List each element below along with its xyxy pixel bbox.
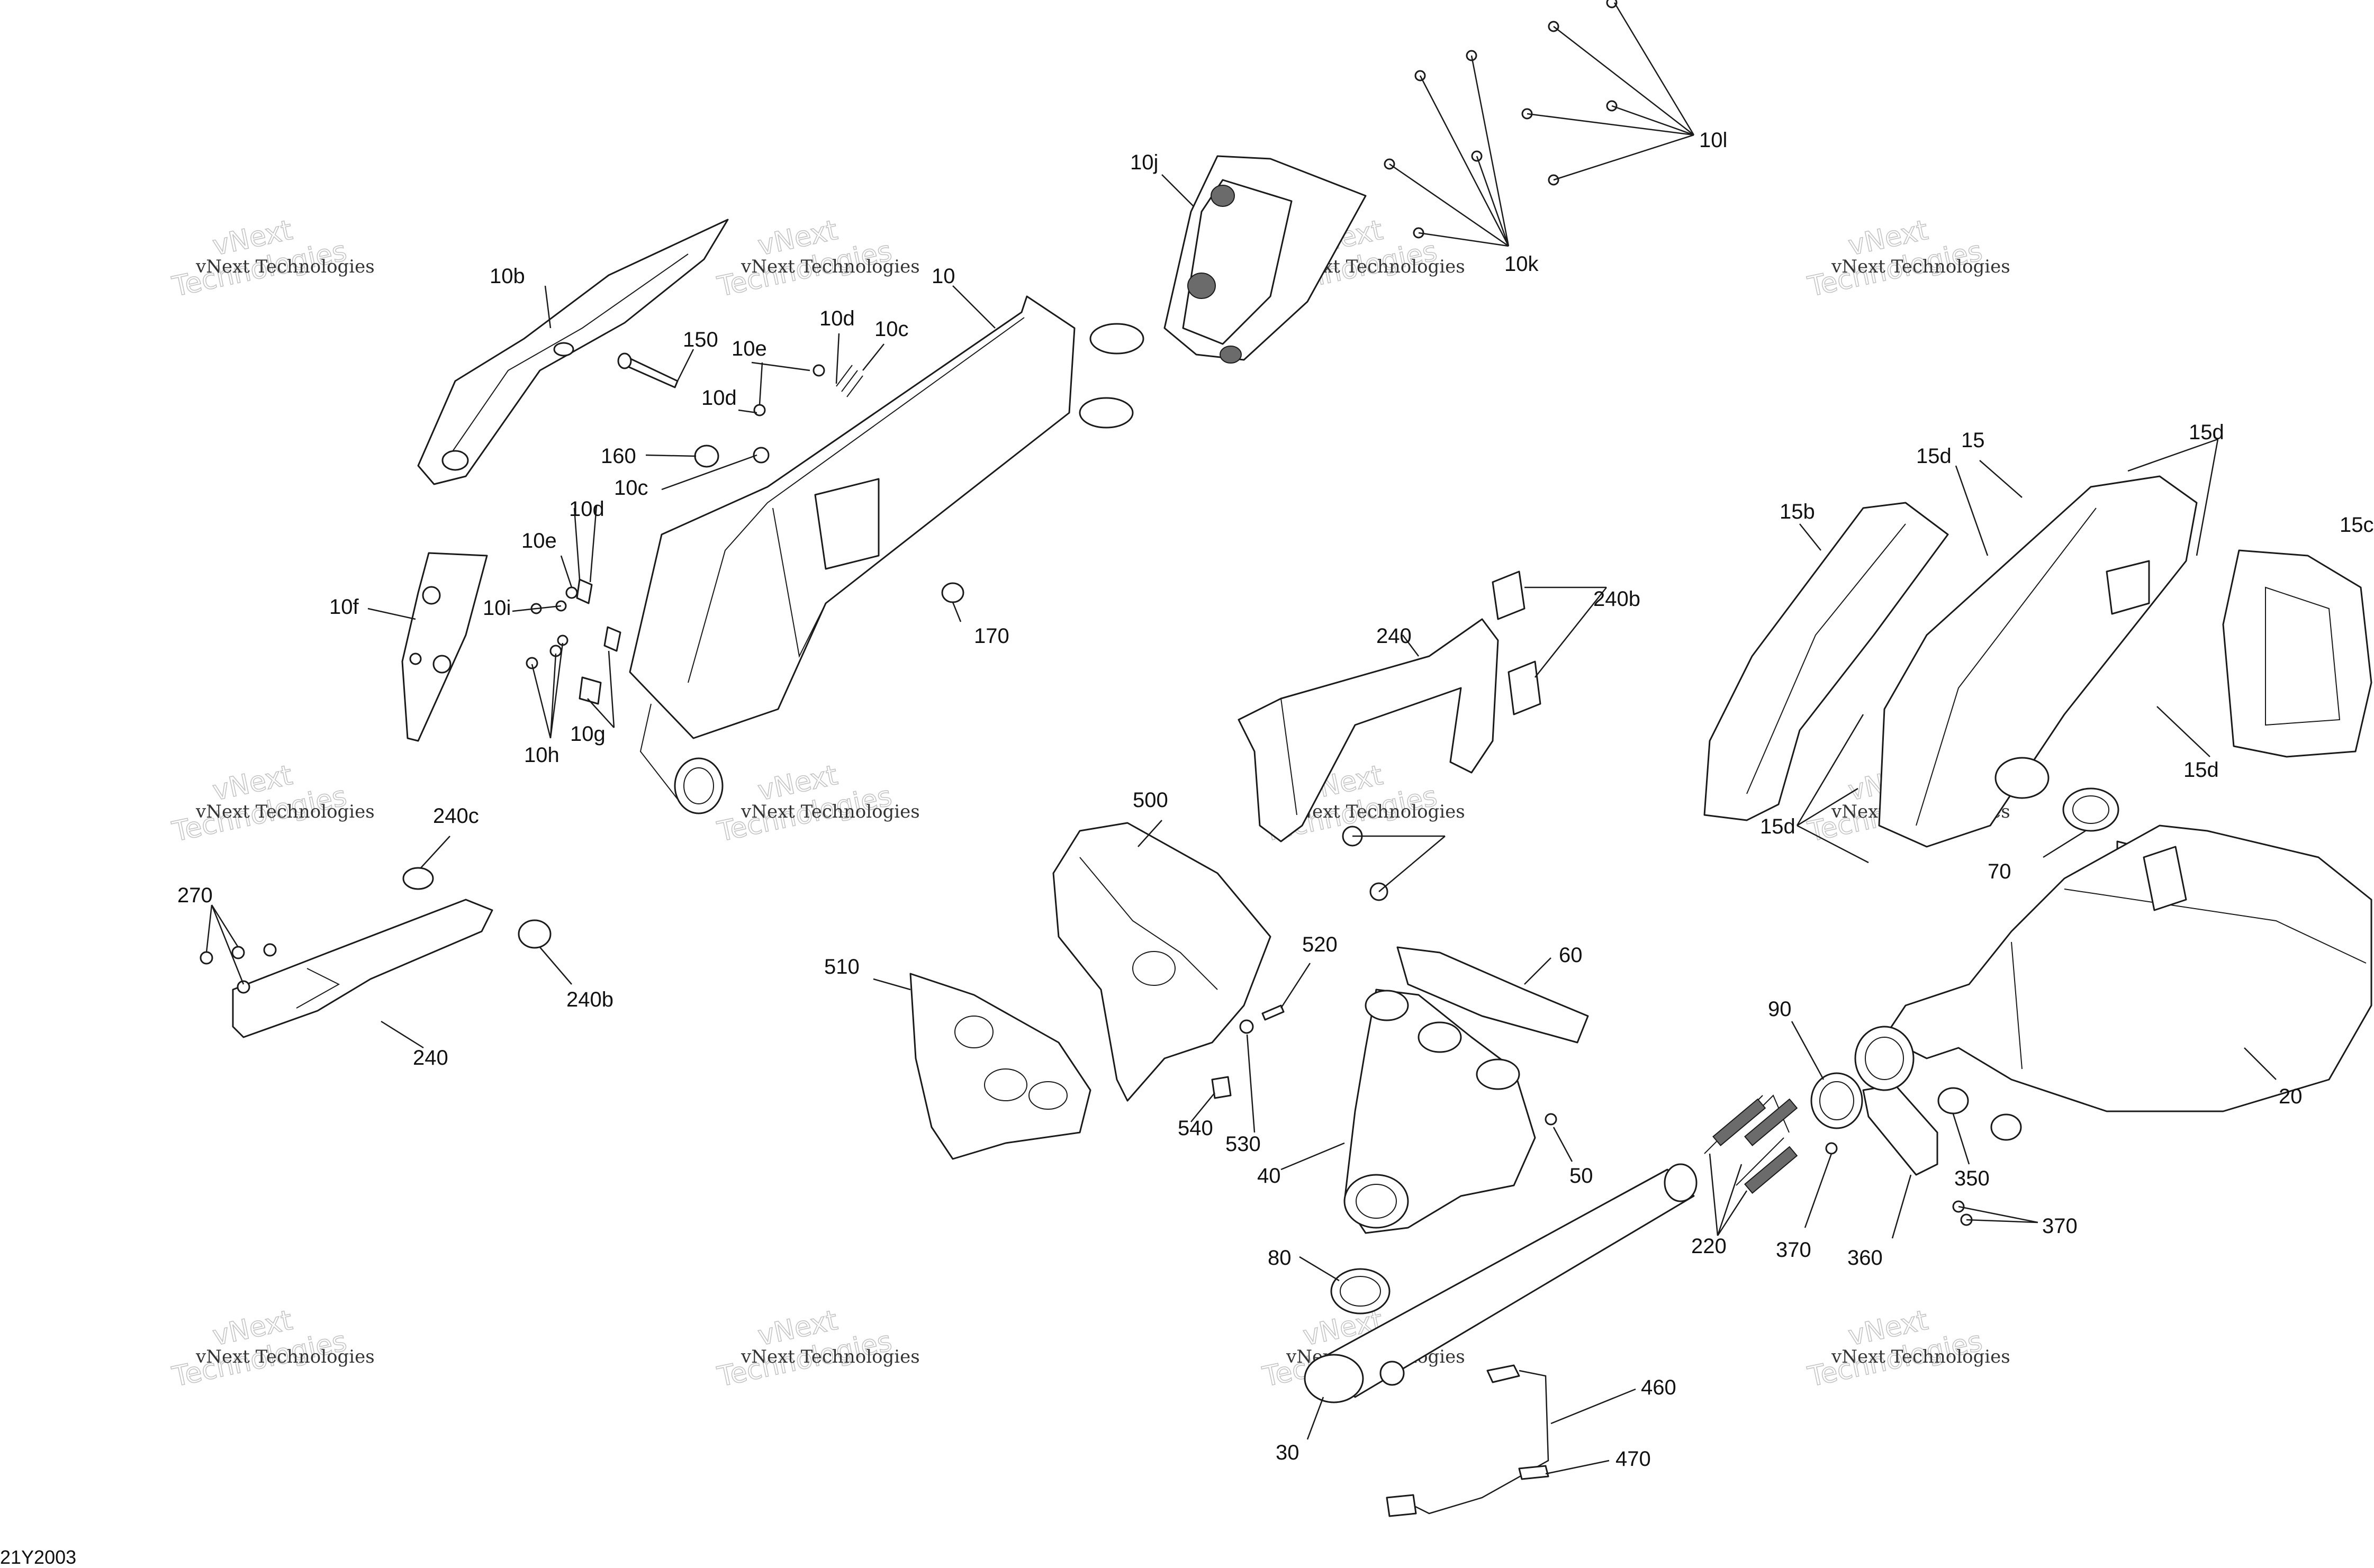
callout-10d-top: 10d: [819, 307, 855, 330]
callout-labels: 10l 10k 10j 10 10b 150 10e 10d 10c 10d 1…: [177, 129, 2374, 1471]
callout-15c: 15c: [2340, 513, 2374, 537]
part-fasteners-upper: [617, 352, 964, 603]
callout-270: 270: [177, 884, 213, 907]
callout-70: 70: [1988, 860, 2011, 883]
callout-10c-top: 10c: [874, 318, 909, 341]
part-15c-end-cap: [2222, 549, 2372, 758]
callout-80: 80: [1268, 1246, 1292, 1270]
part-15b-heat-shield: [1703, 502, 1949, 821]
watermark: Technologies vNext vNext Technologies: [1804, 1304, 2010, 1393]
callout-20: 20: [2279, 1085, 2303, 1108]
part-20-rear-muffler: [1854, 824, 2372, 1112]
callout-170: 170: [974, 624, 1009, 648]
callout-90: 90: [1768, 998, 1792, 1021]
callout-220: 220: [1691, 1235, 1727, 1258]
watermark: Technologies vNext vNext Technologies: [1804, 214, 2010, 303]
callout-240b-left: 240b: [566, 988, 613, 1011]
callout-15: 15: [1961, 429, 1985, 452]
watermark: Technologies vNext vNext Technologies: [714, 1304, 920, 1393]
callout-10h: 10h: [524, 744, 559, 767]
callout-10g: 10g: [570, 722, 606, 746]
callout-240c: 240c: [433, 804, 479, 828]
callout-10d-mid: 10d: [701, 386, 737, 410]
callout-15d-b: 15d: [2189, 421, 2224, 444]
callout-10i: 10i: [483, 596, 511, 620]
callout-10l: 10l: [1699, 129, 1727, 152]
parts: [200, 0, 2372, 1517]
callout-10d-low: 10d: [569, 497, 604, 521]
callout-60: 60: [1559, 944, 1583, 967]
callout-500: 500: [1133, 788, 1168, 812]
callout-40: 40: [1257, 1164, 1281, 1188]
callout-370-b: 370: [2042, 1214, 2078, 1238]
part-15-muffler-right: [1878, 475, 2198, 848]
part-240-bracket-right: [1238, 570, 1541, 901]
watermark: Technologies vNext vNext Technologies: [714, 759, 920, 848]
callout-50: 50: [1569, 1164, 1593, 1188]
watermark-text: vNext Technologies: [195, 801, 375, 822]
callout-370-a: 370: [1776, 1238, 1811, 1262]
part-460-oxygen-sensor: [1386, 1364, 1549, 1517]
callout-10c-mid: 10c: [614, 476, 648, 500]
part-10b-heat-shield: [417, 219, 729, 485]
part-10f-side-shield: [401, 552, 488, 742]
part-220-springs: [1704, 1094, 1798, 1194]
part-240-bracket-left: [200, 867, 552, 1038]
part-10-muffler: [629, 295, 1144, 814]
callout-10k: 10k: [1504, 252, 1539, 276]
callout-10b: 10b: [490, 265, 525, 288]
watermark: Technologies vNext vNext Technologies: [169, 759, 375, 848]
callout-510: 510: [824, 955, 860, 978]
callout-30: 30: [1276, 1441, 1299, 1464]
callout-10j: 10j: [1130, 151, 1158, 174]
watermark: Technologies vNext vNext Technologies: [169, 1304, 375, 1393]
part-90-gasket-360-bracket: [1810, 1072, 2022, 1226]
part-40-exhaust-manifold: [1343, 946, 1589, 1234]
callout-240-right: 240: [1376, 624, 1412, 648]
watermark-text: vNext Technologies: [741, 1346, 920, 1367]
callout-520: 520: [1302, 933, 1338, 956]
callout-530: 530: [1225, 1132, 1261, 1156]
part-510-shield: [909, 973, 1091, 1160]
watermark-text: vNext Technologies: [1286, 801, 1465, 822]
callout-350: 350: [1954, 1167, 1990, 1190]
callout-15d-c: 15d: [1760, 815, 1795, 838]
document-id: 21Y2003: [0, 1546, 76, 1568]
callout-15d-d: 15d: [2183, 758, 2219, 782]
part-hardware-520-530-540: [1211, 1004, 1285, 1099]
watermark-text: vNext Technologies: [1831, 256, 2010, 277]
callout-470: 470: [1615, 1447, 1651, 1471]
callout-160: 160: [601, 445, 636, 468]
callout-10f: 10f: [329, 595, 359, 619]
callout-150: 150: [683, 328, 718, 351]
watermark-text: vNext Technologies: [1831, 1346, 2010, 1367]
part-30-pipe-and-80-clamp: [1304, 1163, 1698, 1403]
part-hardware-10g-10h-10i: [526, 578, 621, 705]
watermark-text: vNext Technologies: [741, 256, 920, 277]
callout-10e-top: 10e: [732, 337, 767, 360]
watermark-text: vNext Technologies: [741, 801, 920, 822]
watermark-text: vNext Technologies: [195, 1346, 375, 1367]
callout-10e-low: 10e: [521, 529, 557, 552]
watermark: Technologies vNext vNext Technologies: [169, 214, 375, 303]
callout-15d-a: 15d: [1916, 445, 1952, 468]
leader-lines: [205, 2, 2277, 1475]
callout-360: 360: [1847, 1246, 1883, 1270]
callout-10: 10: [932, 265, 955, 288]
part-500-heat-shield: [1052, 822, 1271, 1102]
callout-240-left: 240: [413, 1046, 448, 1069]
watermark-text: vNext Technologies: [195, 256, 375, 277]
callout-460: 460: [1641, 1376, 1676, 1399]
callout-15b: 15b: [1780, 500, 1815, 523]
callout-540: 540: [1178, 1117, 1213, 1140]
part-10j-end-cap: [1163, 155, 1367, 364]
callout-240b-right: 240b: [1593, 587, 1640, 611]
watermark: Technologies vNext vNext Technologies: [714, 214, 920, 303]
